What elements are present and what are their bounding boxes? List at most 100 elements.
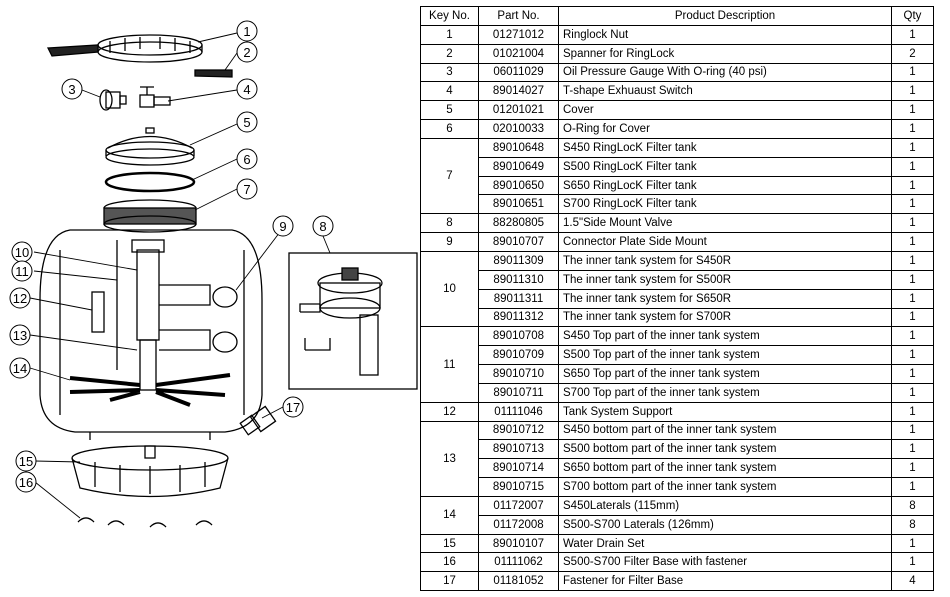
key-no-cell: 11: [420, 326, 479, 403]
description-cell: S500 Top part of the inner tank system: [558, 345, 892, 366]
callout-1: 1: [243, 24, 250, 39]
key-no-cell: 16: [420, 552, 479, 573]
description-cell: T-shape Exhuaust Switch: [558, 81, 892, 102]
part-no-cell: 01111062: [478, 552, 559, 573]
description-cell: Spanner for RingLock: [558, 43, 892, 64]
description-cell: S450 Top part of the inner tank system: [558, 326, 892, 347]
qty-cell: 1: [891, 250, 934, 271]
header-product-description: Product Description: [558, 6, 892, 26]
part-no-cell: 89010707: [478, 232, 559, 252]
qty-cell: 1: [891, 137, 934, 158]
ringlock-nut-drawing: [97, 34, 203, 63]
part-no-cell: 01111046: [478, 401, 559, 422]
o-ring-drawing: [104, 171, 196, 193]
qty-cell: 1: [891, 194, 934, 215]
key-no-cell: 13: [420, 420, 479, 497]
header-key-no: Key No.: [420, 6, 479, 26]
part-no-cell: 88280805: [478, 213, 559, 234]
qty-cell: 1: [891, 24, 934, 45]
qty-cell: 1: [891, 62, 934, 83]
description-cell: S500-S700 Laterals (126mm): [558, 514, 892, 535]
key-no-cell: 8: [420, 213, 479, 234]
qty-cell: 4: [891, 571, 934, 592]
part-no-cell: 89011312: [478, 307, 559, 328]
key-no-cell: 3: [420, 62, 479, 83]
description-cell: Water Drain Set: [558, 533, 892, 554]
header-qty: Qty: [891, 6, 934, 26]
key-no-cell: 14: [420, 495, 479, 535]
description-cell: S500 bottom part of the inner tank syste…: [558, 439, 892, 460]
cover-drawing: [105, 127, 195, 166]
part-no-cell: 89010712: [478, 420, 559, 441]
key-no-cell: 1: [420, 24, 479, 45]
part-no-cell: 89010711: [478, 382, 559, 403]
part-no-cell: 01181052: [478, 571, 559, 592]
callout-15: 15: [19, 454, 33, 469]
description-cell: S450Laterals (115mm): [558, 495, 892, 516]
key-no-cell: 5: [420, 100, 479, 121]
spanner-left-drawing: [46, 44, 99, 57]
part-no-cell: 06011029: [478, 62, 559, 83]
callout-6: 6: [243, 152, 250, 167]
qty-cell: 1: [891, 552, 934, 573]
callout-3: 3: [68, 82, 75, 97]
callout-2: 2: [243, 45, 250, 60]
description-cell: Fastener for Filter Base: [558, 571, 892, 592]
key-no-cell: 4: [420, 81, 479, 102]
description-cell: S500-S700 Filter Base with fastener: [558, 552, 892, 573]
callout-11: 11: [15, 264, 29, 279]
qty-cell: 1: [891, 119, 934, 139]
part-no-cell: 02010033: [478, 119, 559, 139]
callout-16: 16: [19, 475, 33, 490]
part-no-cell: 89010713: [478, 439, 559, 460]
qty-cell: 2: [891, 43, 934, 64]
pressure-gauge-drawing: [99, 89, 127, 111]
qty-cell: 1: [891, 307, 934, 328]
part-no-cell: 89010648: [478, 137, 559, 158]
qty-cell: 1: [891, 420, 934, 441]
part-no-cell: 01172008: [478, 514, 559, 535]
part-no-cell: 89010708: [478, 326, 559, 347]
description-cell: O-Ring for Cover: [558, 119, 892, 139]
description-cell: 1.5"Side Mount Valve: [558, 213, 892, 234]
description-cell: The inner tank system for S700R: [558, 307, 892, 328]
callout-14: 14: [13, 361, 27, 376]
part-no-cell: 01021004: [478, 43, 559, 64]
callout-10: 10: [15, 245, 29, 260]
key-no-cell: 2: [420, 43, 479, 64]
part-no-cell: 01201021: [478, 100, 559, 121]
description-cell: The inner tank system for S450R: [558, 250, 892, 271]
description-cell: S650 RingLocK Filter tank: [558, 175, 892, 196]
description-cell: S650 Top part of the inner tank system: [558, 364, 892, 384]
part-no-cell: 89011309: [478, 250, 559, 271]
callout-4: 4: [243, 82, 250, 97]
part-no-cell: 89010710: [478, 364, 559, 384]
part-no-cell: 01271012: [478, 24, 559, 45]
callout-8: 8: [319, 219, 326, 234]
description-cell: S700 RingLocK Filter tank: [558, 194, 892, 215]
description-cell: Oil Pressure Gauge With O-ring (40 psi): [558, 62, 892, 83]
parts-list-table: Key No. Part No. Product Description Qty…: [420, 6, 934, 592]
qty-cell: 1: [891, 269, 934, 290]
callout-7: 7: [243, 182, 250, 197]
part-no-cell: 89010715: [478, 477, 559, 497]
exploded-view-diagram: 1 2 3 4 5 6 7 8 9 10 11 12 13 14 15 16 1…: [9, 20, 418, 528]
callout-13: 13: [13, 328, 27, 343]
part-no-cell: 89010709: [478, 345, 559, 366]
